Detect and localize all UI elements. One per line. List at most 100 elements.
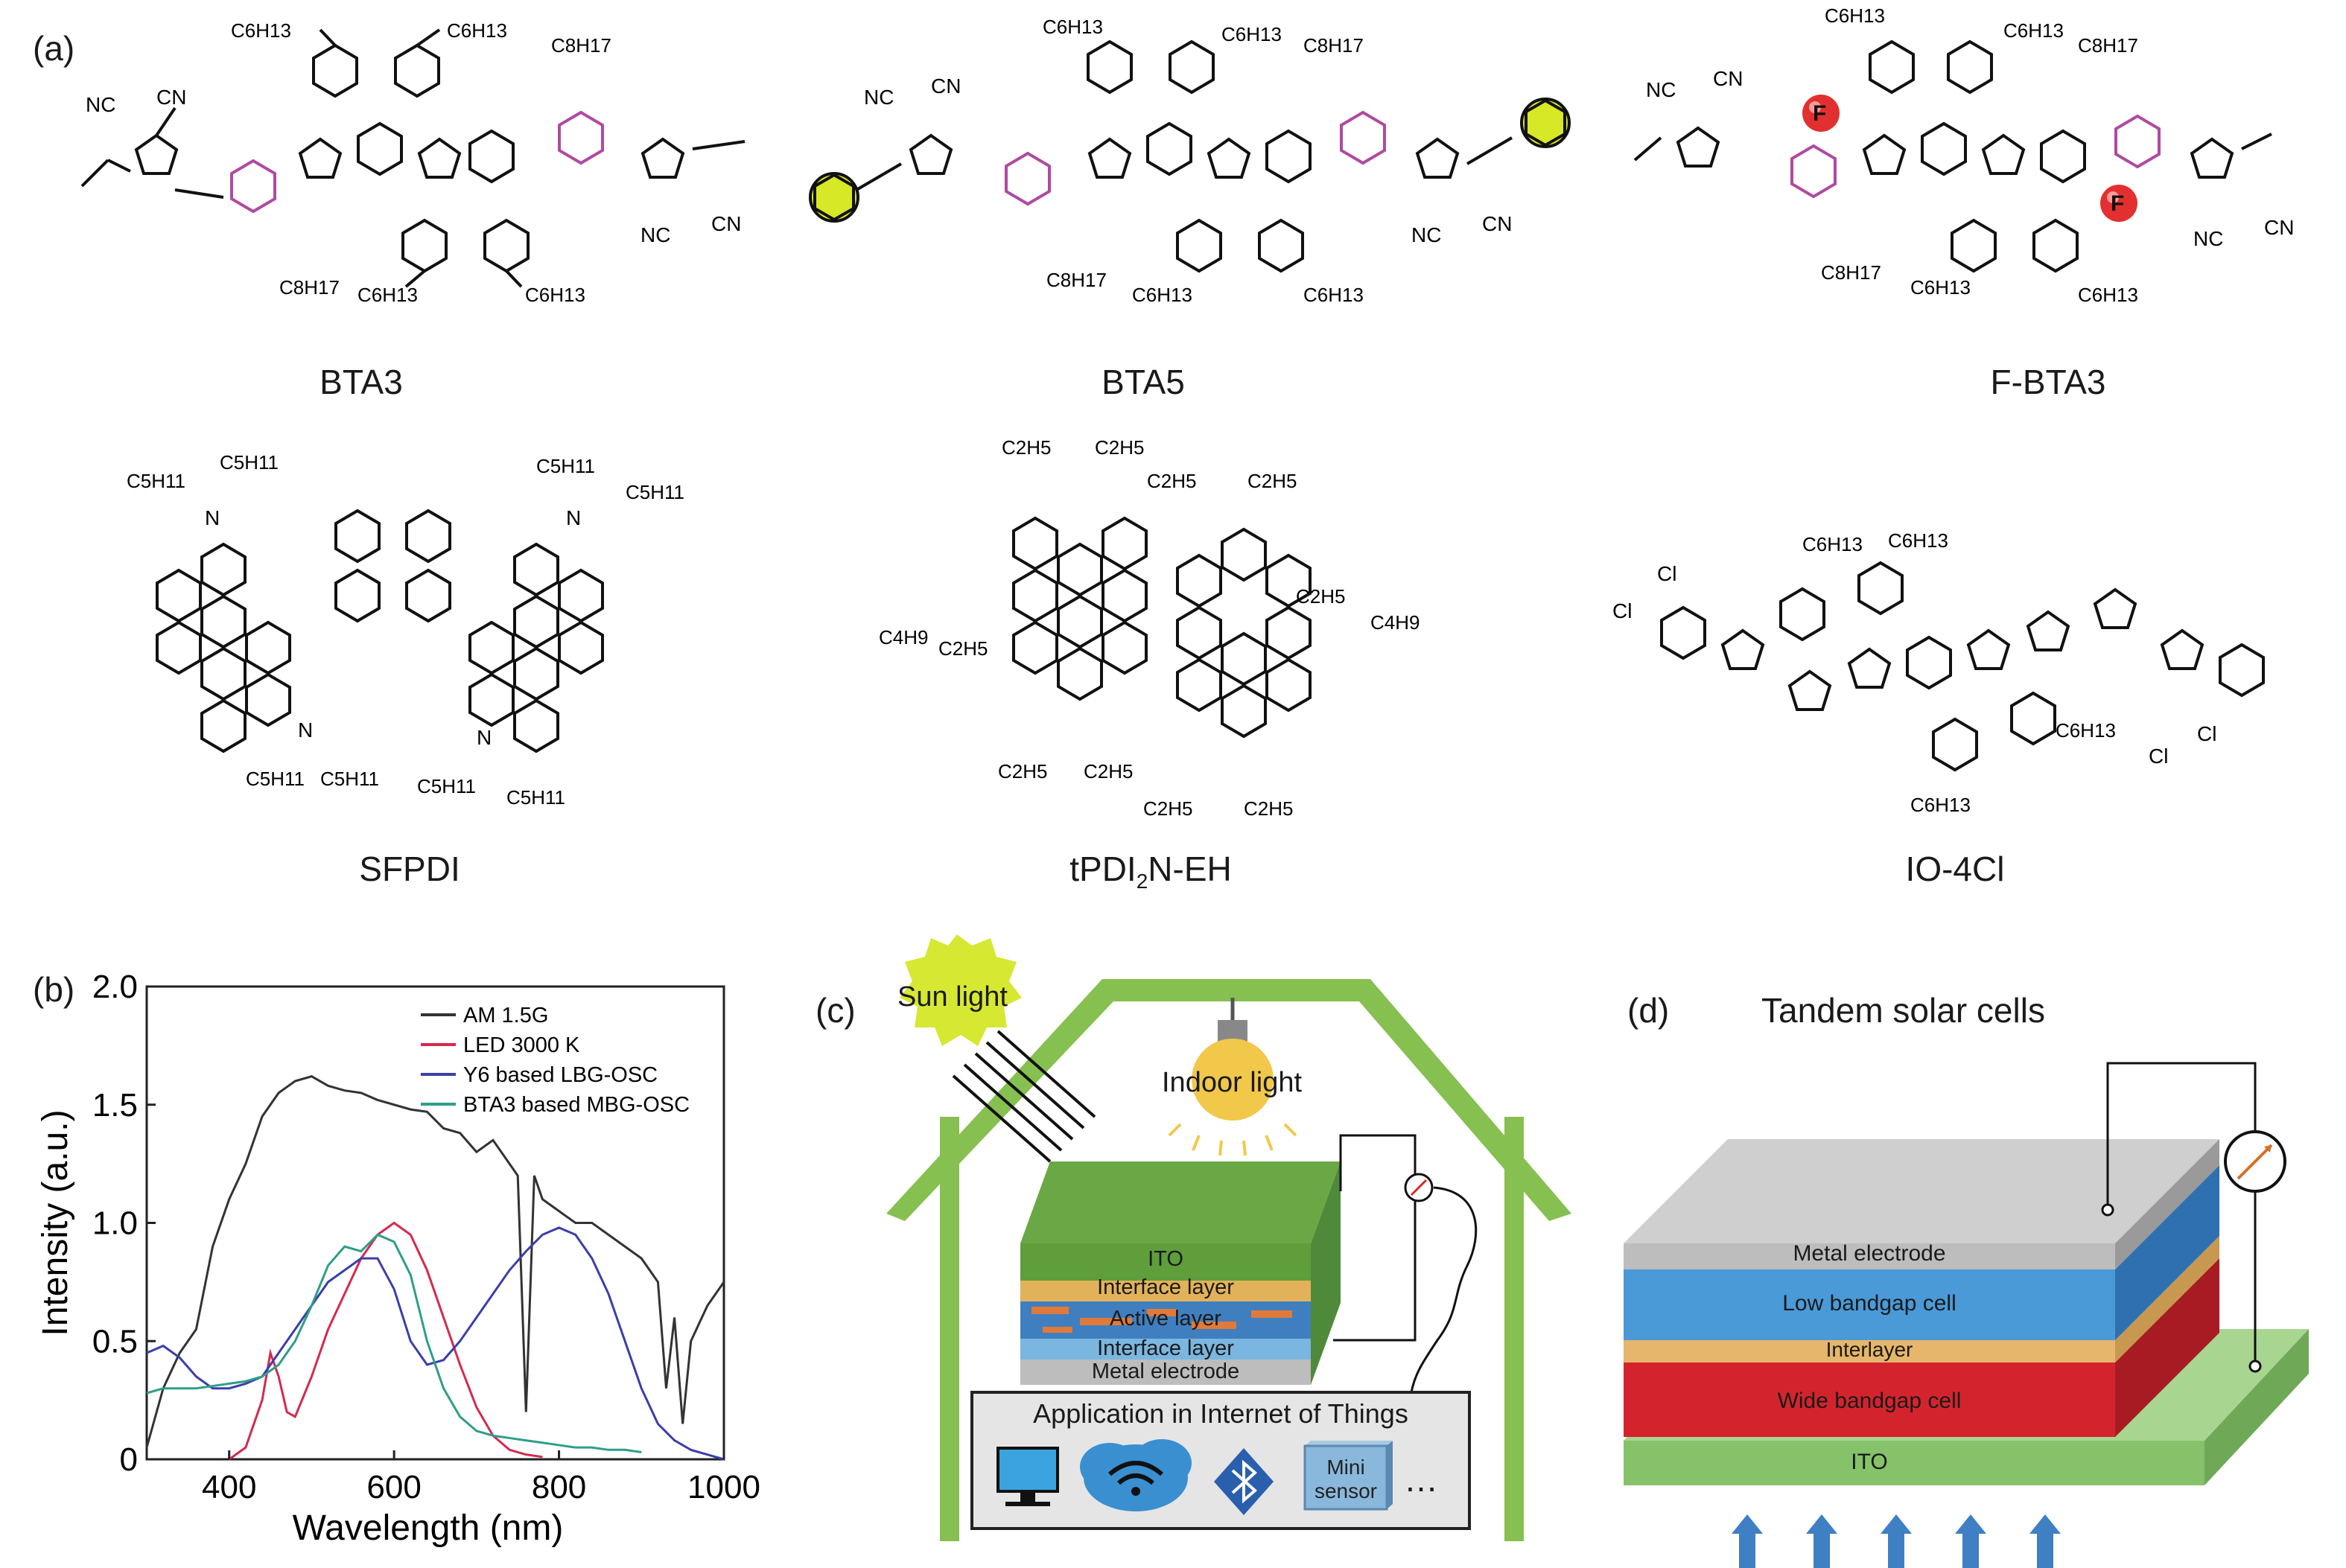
f-bta3-c6h13-1: C6H13 — [1825, 4, 1885, 27]
y-tick-label-0: 0 — [120, 1441, 138, 1478]
mini-sensor-label: Mini sensor — [1305, 1456, 1387, 1503]
series-line-3 — [146, 1233, 642, 1453]
bta5-c6h13-3: C6H13 — [1132, 284, 1192, 306]
bta3-cn: CN — [156, 86, 186, 109]
sfpdi-c5h11-6: C5H11 — [320, 768, 379, 790]
f-atom-2: F — [2111, 191, 2124, 216]
bta3-nc: NC — [86, 93, 115, 116]
panel-label-d: (d) — [1627, 991, 1670, 1030]
f-bta3-cn-2: CN — [2264, 216, 2294, 239]
tpdi-c2h5-9: C2H5 — [1143, 797, 1192, 820]
tpdi-c2h5-3: C2H5 — [1147, 470, 1196, 492]
mini-sensor-line2: sensor — [1314, 1479, 1378, 1502]
label-ito: ITO — [1851, 1450, 1888, 1474]
interlayer — [1624, 1340, 2115, 1363]
io4cl-cl-3: Cl — [2197, 722, 2216, 745]
f-bta3-nc-2: NC — [2193, 227, 2223, 250]
light-bulb-icon — [1168, 998, 1297, 1156]
layer-interface-top: Interface layer — [1097, 1275, 1234, 1299]
io4cl-cl-1: Cl — [1657, 562, 1676, 585]
sun-rays — [952, 1030, 1096, 1163]
tpdi-c2h5-7: C2H5 — [998, 760, 1047, 783]
tpdi-name-main: tPDI — [1069, 850, 1137, 888]
tpdi-c4h9-1: C4H9 — [879, 626, 928, 648]
f-bta3-c8h17-2: C8H17 — [1821, 261, 1881, 284]
bta5-c6h13-1: C6H13 — [1043, 16, 1103, 38]
device-stack — [1020, 1161, 1341, 1385]
io4cl-c6h13-1: C6H13 — [1802, 533, 1863, 555]
legend-label-3: BTA3 based MBG-OSC — [463, 1093, 690, 1117]
sfpdi-c5h11-2: C5H11 — [220, 451, 279, 474]
label-interlayer: Interlayer — [1825, 1338, 1913, 1361]
layer-active: Active layer — [1110, 1307, 1221, 1330]
bta5-cn: CN — [931, 74, 961, 98]
legend-label-2: Y6 based LBG-OSC — [463, 1063, 658, 1087]
house-wall-left — [940, 1117, 959, 1541]
house-roof — [886, 979, 1571, 1221]
molecule-structures: C6H13 C6H13 C6H13 C6H13 C8H17 C8H17 NC C… — [80, 4, 2294, 820]
bta3-c6h13-2: C6H13 — [447, 19, 507, 42]
sfpdi-c5h11-3: C5H11 — [536, 455, 595, 477]
molecule-name-bta5: BTA5 — [1102, 363, 1185, 401]
tpdi-c2h5-1: C2H5 — [1002, 436, 1051, 459]
light-arrows — [1732, 1514, 2061, 1568]
tpdi-name-tail: N-EH — [1148, 850, 1232, 888]
x-axis-label: Wavelength (nm) — [293, 1508, 564, 1548]
sfpdi-c5h11-8: C5H11 — [506, 786, 565, 809]
bta3-c6h13-3: C6H13 — [357, 284, 418, 306]
wide-bandgap-layer — [1624, 1363, 2115, 1437]
bta3-nc-2: NC — [640, 223, 670, 246]
bta3-c8h17-1: C8H17 — [551, 34, 611, 57]
y-axis-label: Intensity (a.u.) — [36, 1109, 75, 1336]
molecule-io-4cl: C6H13 C6H13 C6H13 C6H13 Cl Cl Cl Cl — [1612, 529, 2265, 816]
bta5-nc-2: NC — [1411, 223, 1441, 246]
mini-sensor-line1: Mini — [1326, 1456, 1365, 1479]
io4cl-cl-2: Cl — [1612, 599, 1632, 622]
molecule-name-io-4cl: IO-4Cl — [1905, 850, 2005, 888]
molecule-f-bta3: C6H13 C6H13 C6H13 C6H13 C8H17 C8H17 NC C… — [1633, 4, 2294, 306]
bta5-c8h17-2: C8H17 — [1046, 269, 1107, 291]
more-ellipsis: … — [1404, 1460, 1438, 1499]
bta3-cn-2: CN — [711, 212, 741, 235]
circuit-wire — [1333, 1134, 1417, 1342]
bta3-c6h13-1: C6H13 — [231, 19, 291, 42]
sun-icon — [900, 934, 1022, 1046]
bta5-c6h13-2: C6H13 — [1221, 23, 1282, 45]
bta5-nc: NC — [864, 86, 894, 109]
tpdi-name-sub: 2 — [1136, 870, 1148, 893]
io4cl-c6h13-3: C6H13 — [2056, 719, 2116, 742]
tandem-title: Tandem solar cells — [1761, 991, 2045, 1030]
f-atom-1: F — [1813, 101, 1826, 126]
metal-electrode-layer — [1624, 1243, 2115, 1269]
series-line-1 — [228, 1221, 543, 1461]
panel-label-b: (b) — [33, 970, 75, 1009]
y-tick-label-4: 2.0 — [92, 969, 138, 1005]
panel-label-a: (a) — [33, 29, 75, 68]
sfpdi-c5h11-7: C5H11 — [417, 775, 476, 797]
iot-title: Application in Internet of Things — [1033, 1398, 1408, 1429]
label-low-bandgap: Low bandgap cell — [1782, 1291, 1956, 1316]
layer-ito: ITO — [1148, 1247, 1183, 1271]
x-tick-label-0: 400 — [202, 1469, 256, 1505]
sfpdi-n-4: N — [477, 726, 492, 749]
molecule-name-f-bta3: F-BTA3 — [1990, 363, 2106, 401]
molecule-sfpdi: C5H11 C5H11 C5H11 C5H11 C5H11 C5H11 C5H1… — [127, 451, 684, 809]
molecule-bta5: C6H13 C6H13 C6H13 C6H13 C8H17 C8H17 NC C… — [809, 16, 1571, 306]
label-wide-bandgap: Wide bandgap cell — [1777, 1389, 1962, 1413]
tpdi-c2h5-10: C2H5 — [1244, 797, 1293, 820]
tpdi-c2h5-8: C2H5 — [1084, 760, 1133, 783]
sfpdi-n-2: N — [566, 506, 581, 529]
tpdi-c2h5-2: C2H5 — [1095, 436, 1144, 459]
series-line-0 — [145, 1075, 725, 1448]
sun-light-label: Sun light — [897, 981, 1008, 1013]
molecule-name-tpdi2n-eh: tPDI2N-EH — [927, 849, 1374, 893]
tpdi-c2h5-6: C2H5 — [1296, 585, 1345, 608]
molecule-tpdi2n-eh: C2H5 C2H5 C2H5 C2H5 C2H5 C2H5 C2H5 C2H5 … — [879, 436, 1420, 820]
f-bta3-nc: NC — [1646, 78, 1676, 101]
bta5-cn-2: CN — [1482, 212, 1512, 235]
io4cl-c6h13-4: C6H13 — [1910, 794, 1971, 816]
indoor-light-label: Indoor light — [1162, 1067, 1303, 1098]
sfpdi-c5h11-4: C5H11 — [626, 481, 684, 503]
